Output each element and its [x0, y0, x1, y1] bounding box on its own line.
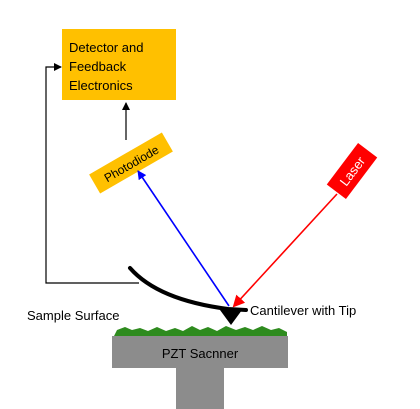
pzt-scanner-label: PZT Sacnner	[162, 346, 239, 361]
feedback-line	[45, 63, 139, 284]
reflected-laser-beam	[137, 170, 230, 307]
incident-laser-beam	[232, 193, 338, 308]
sample-surface	[114, 326, 287, 336]
photodiode: Photodiode	[89, 132, 173, 194]
detector-label-line-1: Detector and	[69, 40, 143, 55]
cantilever-tip	[220, 310, 242, 325]
sample-surface-label: Sample Surface	[27, 308, 120, 323]
pzt-scanner: PZT Sacnner	[112, 336, 288, 409]
cantilever	[128, 266, 248, 312]
cantilever-label: Cantilever with Tip	[250, 303, 356, 318]
laser: Laser	[326, 143, 378, 199]
detector-feedback-box: Detector and Feedback Electronics	[62, 29, 176, 100]
detector-label-line-3: Electronics	[69, 78, 133, 93]
detector-label-line-2: Feedback	[69, 59, 127, 74]
